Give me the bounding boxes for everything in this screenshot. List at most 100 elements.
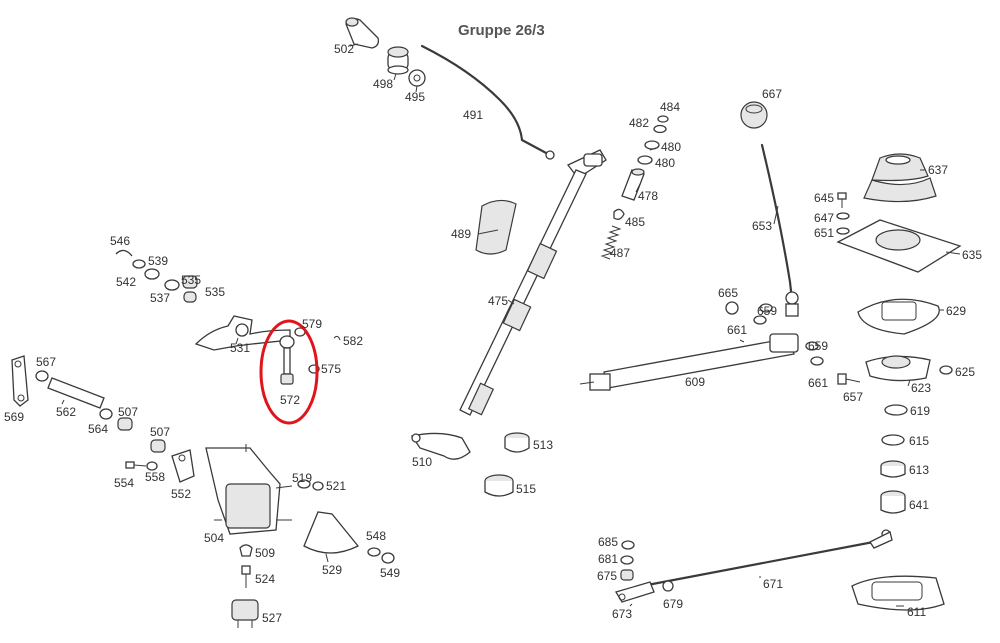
part-548-washer	[367, 547, 381, 557]
label-564: 564	[88, 422, 108, 436]
label-480-upper: 480	[661, 140, 681, 154]
part-651-washer	[836, 227, 850, 235]
part-554-screw	[125, 461, 147, 469]
part-623-guide-plate	[865, 355, 931, 382]
part-673-rod-end	[615, 581, 655, 603]
label-491: 491	[463, 108, 483, 122]
diagram-title: Gruppe 26/3	[458, 22, 545, 39]
label-651: 651	[814, 226, 834, 240]
label-504: 504	[204, 531, 224, 545]
part-539-washer	[132, 259, 146, 269]
label-548: 548	[366, 529, 386, 543]
part-475-shift-tube	[459, 149, 607, 416]
label-613: 613	[909, 463, 929, 477]
part-527-switch	[231, 599, 259, 628]
part-671-linkage-rod	[640, 529, 893, 588]
label-542: 542	[116, 275, 136, 289]
part-625-nut	[939, 365, 953, 375]
part-637-gaiter	[863, 153, 937, 203]
label-567: 567	[36, 355, 56, 369]
label-615: 615	[909, 434, 929, 448]
label-641: 641	[909, 498, 929, 512]
label-554: 554	[114, 476, 134, 490]
part-659-washer-lower	[805, 341, 819, 351]
part-582-clip	[333, 335, 341, 341]
label-619: 619	[910, 404, 930, 418]
part-653-gear-lever	[760, 143, 799, 317]
label-635: 635	[962, 248, 982, 262]
part-546-clip	[115, 249, 133, 257]
label-575: 575	[321, 362, 341, 376]
label-478: 478	[638, 189, 658, 203]
label-485: 485	[625, 215, 645, 229]
part-542-washer	[144, 268, 160, 280]
label-611: 611	[907, 605, 926, 619]
part-498-bushing	[387, 46, 409, 75]
part-567-washer	[35, 370, 49, 382]
part-480-washer-upper	[644, 140, 660, 150]
part-619-ring	[884, 404, 908, 416]
label-527: 527	[262, 611, 282, 625]
label-562: 562	[56, 405, 76, 419]
part-478-pin	[621, 168, 645, 201]
label-519: 519	[292, 471, 312, 485]
part-482-ring	[653, 124, 667, 134]
label-609: 609	[685, 375, 705, 389]
part-535-bushing-upper	[182, 275, 198, 289]
label-521: 521	[326, 479, 346, 493]
label-498: 498	[373, 77, 393, 91]
label-673: 673	[612, 607, 632, 621]
label-667: 667	[762, 87, 782, 101]
part-489-boot	[475, 199, 517, 255]
part-495-bushing	[408, 69, 426, 87]
label-657: 657	[843, 390, 863, 404]
label-625: 625	[955, 365, 975, 379]
label-480-lower: 480	[655, 156, 675, 170]
part-611-boot	[851, 575, 945, 611]
part-513-bushing	[504, 432, 530, 453]
part-510-lever	[410, 432, 471, 460]
label-535-lower: 535	[205, 285, 225, 299]
part-681-washer	[620, 555, 634, 565]
part-564-washer	[99, 408, 113, 420]
part-507-bushing-upper	[117, 417, 133, 431]
part-661-washer-upper	[753, 315, 767, 325]
part-485-clip	[613, 208, 625, 220]
part-645-screw	[837, 192, 847, 208]
label-659-lower: 659	[808, 339, 828, 353]
label-675: 675	[597, 569, 617, 583]
label-484: 484	[660, 100, 680, 114]
label-539: 539	[148, 254, 168, 268]
label-489: 489	[451, 227, 471, 241]
label-529: 529	[322, 563, 342, 577]
part-675-bushing	[620, 569, 634, 581]
label-659-upper: 659	[757, 304, 777, 318]
part-502-shift-knob	[345, 17, 380, 49]
label-507-lower: 507	[150, 425, 170, 439]
part-647-washer	[836, 212, 850, 220]
label-623: 623	[911, 381, 931, 395]
label-482: 482	[629, 116, 649, 130]
part-657-bolt	[837, 373, 861, 385]
label-572: 572	[280, 393, 300, 407]
part-659-washer-upper	[759, 303, 773, 313]
part-569-lever	[11, 355, 29, 407]
label-558: 558	[145, 470, 165, 484]
part-537-bushing	[164, 279, 180, 291]
part-519-bushing	[297, 479, 311, 489]
part-529-mount	[303, 511, 360, 554]
label-513: 513	[533, 438, 553, 452]
label-579: 579	[302, 317, 322, 331]
label-645: 645	[814, 191, 834, 205]
part-629-plate	[857, 298, 940, 335]
part-509-clip	[239, 544, 253, 557]
label-647: 647	[814, 211, 834, 225]
part-524-bolt	[241, 565, 251, 588]
part-480-washer-lower	[637, 155, 653, 165]
leader-lines	[61, 43, 961, 607]
label-524: 524	[255, 572, 275, 586]
label-661-upper: 661	[727, 323, 747, 337]
label-653: 653	[752, 219, 772, 233]
